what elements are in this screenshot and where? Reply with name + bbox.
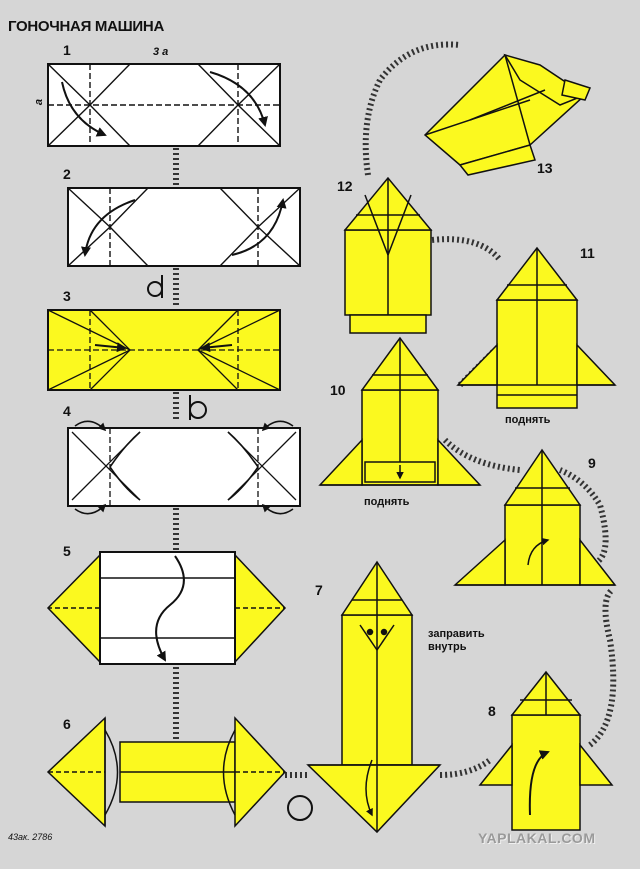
step-number-13: 13 <box>537 160 553 176</box>
watermark: YAPLAKAL.COM <box>478 830 596 846</box>
step-number-12: 12 <box>337 178 353 194</box>
step-5-diagram <box>46 551 287 665</box>
step-2-diagram <box>67 187 301 298</box>
step-number-5: 5 <box>63 543 71 559</box>
dimension-height-label: a <box>33 98 46 106</box>
step-11-diagram <box>456 246 617 409</box>
step-number-10: 10 <box>330 382 346 398</box>
step-1-diagram <box>47 63 281 147</box>
step-number-9: 9 <box>588 455 596 471</box>
step-6-diagram <box>46 716 313 828</box>
step-3-diagram <box>47 309 281 420</box>
note-lift-step-10: поднять <box>364 496 410 508</box>
step-number-3: 3 <box>63 288 71 304</box>
step-number-2: 2 <box>63 166 71 182</box>
step-number-6: 6 <box>63 716 71 732</box>
step-number-4: 4 <box>63 403 71 419</box>
page-title: ГОНОЧНАЯ МАШИНА <box>8 18 164 35</box>
step-number-11: 11 <box>580 245 595 261</box>
step-8-diagram <box>478 670 614 831</box>
step-10-diagram <box>318 336 482 486</box>
step-12-diagram <box>343 176 433 334</box>
step-7-diagram <box>306 560 442 834</box>
print-code: 43ак. 2786 <box>8 832 53 842</box>
step-9-diagram <box>453 448 617 586</box>
step-number-7: 7 <box>315 582 323 598</box>
step-number-8: 8 <box>488 703 496 719</box>
step-number-1: 1 <box>63 42 71 58</box>
step-13-diagram <box>423 53 592 176</box>
note-tuck-in: заправить внутрь <box>428 628 485 653</box>
dimension-width-label: 3 a <box>153 46 169 58</box>
step-4-diagram <box>67 420 301 515</box>
note-lift-step-11: поднять <box>505 414 551 426</box>
